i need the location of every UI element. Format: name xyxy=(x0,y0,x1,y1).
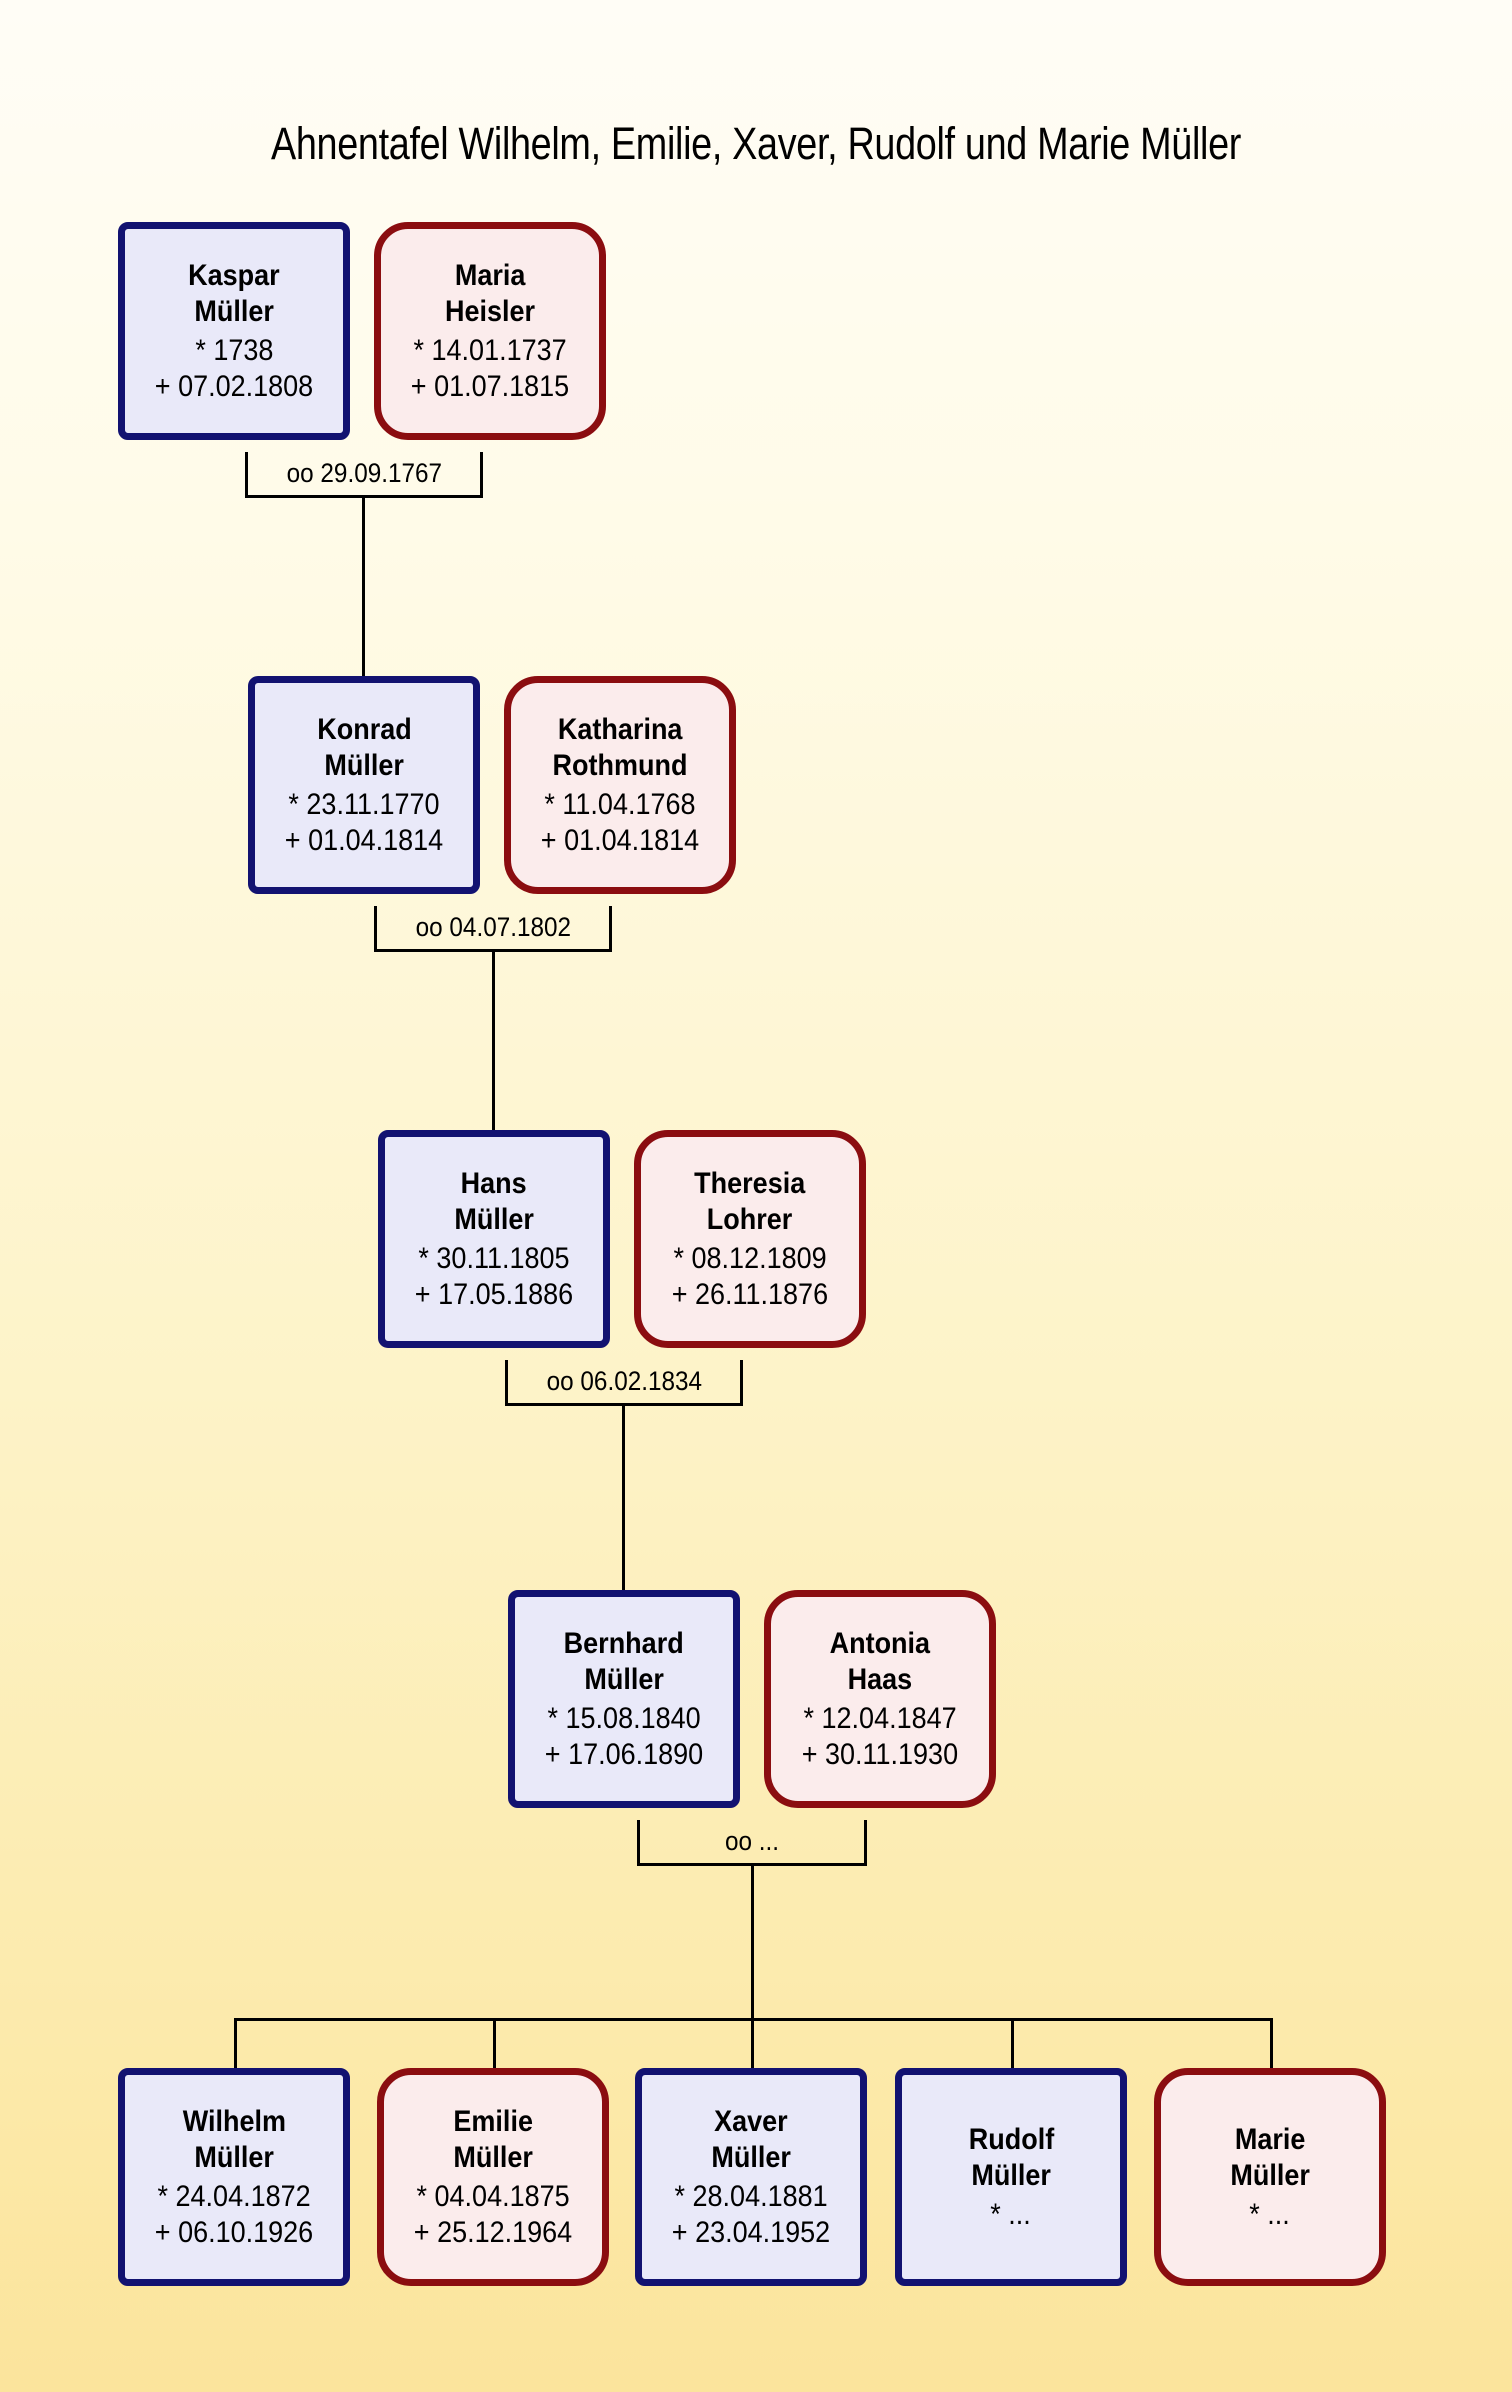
person-given-name: Emilie xyxy=(453,2104,533,2138)
person-box-emilie-mueller[interactable]: Emilie Müller * 04.04.1875 + 25.12.1964 xyxy=(377,2068,609,2286)
person-box-kaspar-mueller[interactable]: Kaspar Müller * 1738 + 07.02.1808 xyxy=(118,222,350,440)
person-surname: Müller xyxy=(194,2140,274,2174)
marriage-date: oo 06.02.1834 xyxy=(546,1366,702,1396)
person-birth-date: * 1738 xyxy=(194,333,274,367)
person-birth-date: * ... xyxy=(990,2197,1032,2231)
person-death-date: + 01.07.1815 xyxy=(410,369,570,403)
person-surname: Müller xyxy=(454,1202,534,1236)
page-title: Ahnentafel Wilhelm, Emilie, Xaver, Rudol… xyxy=(270,118,1242,169)
person-box-rudolf-mueller[interactable]: Rudolf Müller * ... xyxy=(895,2068,1127,2286)
person-birth-date: * 14.01.1737 xyxy=(413,333,567,367)
person-given-name: Antonia xyxy=(829,1626,931,1660)
person-birth-date: * 12.04.1847 xyxy=(803,1701,957,1735)
person-death-date: + 06.10.1926 xyxy=(154,2215,314,2249)
person-surname: Heisler xyxy=(444,294,536,328)
person-given-name: Kaspar xyxy=(188,258,280,292)
person-birth-date: * 30.11.1805 xyxy=(418,1241,570,1275)
person-birth-date: * 28.04.1881 xyxy=(674,2179,828,2213)
descent-line-1 xyxy=(362,498,365,676)
child-drop-rudolf xyxy=(1011,2018,1014,2070)
person-surname: Müller xyxy=(971,2158,1051,2192)
person-surname: Rothmund xyxy=(552,748,688,782)
person-surname: Müller xyxy=(324,748,404,782)
person-given-name: Konrad xyxy=(316,712,412,746)
person-box-theresia-lohrer[interactable]: Theresia Lohrer * 08.12.1809 + 26.11.187… xyxy=(634,1130,866,1348)
person-surname: Müller xyxy=(711,2140,791,2174)
marriage-date: oo ... xyxy=(724,1826,780,1856)
person-death-date: + 26.11.1876 xyxy=(671,1277,829,1311)
person-birth-date: * 24.04.1872 xyxy=(157,2179,311,2213)
person-box-antonia-haas[interactable]: Antonia Haas * 12.04.1847 + 30.11.1930 xyxy=(764,1590,996,1808)
person-box-katharina-rothmund[interactable]: Katharina Rothmund * 11.04.1768 + 01.04.… xyxy=(504,676,736,894)
person-box-xaver-mueller[interactable]: Xaver Müller * 28.04.1881 + 23.04.1952 xyxy=(635,2068,867,2286)
person-surname: Müller xyxy=(194,294,274,328)
child-drop-xaver xyxy=(751,2018,754,2070)
person-birth-date: * ... xyxy=(1249,2197,1291,2231)
person-box-maria-heisler[interactable]: Maria Heisler * 14.01.1737 + 01.07.1815 xyxy=(374,222,606,440)
marriage-label-4: oo ... xyxy=(637,1820,867,1866)
person-surname: Müller xyxy=(1230,2158,1310,2192)
person-box-wilhelm-mueller[interactable]: Wilhelm Müller * 24.04.1872 + 06.10.1926 xyxy=(118,2068,350,2286)
person-surname: Müller xyxy=(453,2140,533,2174)
marriage-date: oo 29.09.1767 xyxy=(286,458,442,488)
marriage-label-2: oo 04.07.1802 xyxy=(374,906,612,952)
person-given-name: Xaver xyxy=(714,2104,788,2138)
person-box-hans-mueller[interactable]: Hans Müller * 30.11.1805 + 17.05.1886 xyxy=(378,1130,610,1348)
person-birth-date: * 23.11.1770 xyxy=(288,787,440,821)
person-birth-date: * 08.12.1809 xyxy=(673,1241,827,1275)
person-surname: Haas xyxy=(847,1662,913,1696)
person-box-marie-mueller[interactable]: Marie Müller * ... xyxy=(1154,2068,1386,2286)
person-given-name: Katharina xyxy=(557,712,683,746)
descent-line-4 xyxy=(751,1866,754,2018)
person-box-konrad-mueller[interactable]: Konrad Müller * 23.11.1770 + 01.04.1814 xyxy=(248,676,480,894)
person-death-date: + 01.04.1814 xyxy=(540,823,700,857)
person-given-name: Maria xyxy=(454,258,526,292)
person-given-name: Theresia xyxy=(694,1166,806,1200)
person-given-name: Bernhard xyxy=(563,1626,685,1660)
person-given-name: Marie xyxy=(1234,2122,1306,2156)
person-birth-date: * 15.08.1840 xyxy=(547,1701,701,1735)
descent-line-2 xyxy=(492,952,495,1130)
person-birth-date: * 11.04.1768 xyxy=(544,787,696,821)
person-death-date: + 17.05.1886 xyxy=(414,1277,574,1311)
marriage-date: oo 04.07.1802 xyxy=(415,912,571,942)
child-drop-marie xyxy=(1270,2018,1273,2070)
marriage-label-1: oo 29.09.1767 xyxy=(245,452,483,498)
person-death-date: + 23.04.1952 xyxy=(671,2215,831,2249)
person-given-name: Wilhelm xyxy=(182,2104,286,2138)
child-drop-wilhelm xyxy=(234,2018,237,2070)
person-death-date: + 17.06.1890 xyxy=(544,1737,704,1771)
person-given-name: Hans xyxy=(460,1166,528,1200)
person-death-date: + 25.12.1964 xyxy=(413,2215,573,2249)
person-death-date: + 01.04.1814 xyxy=(284,823,444,857)
person-given-name: Rudolf xyxy=(968,2122,1054,2156)
person-birth-date: * 04.04.1875 xyxy=(416,2179,570,2213)
person-death-date: + 30.11.1930 xyxy=(801,1737,959,1771)
person-box-bernhard-mueller[interactable]: Bernhard Müller * 15.08.1840 + 17.06.189… xyxy=(508,1590,740,1808)
person-death-date: + 07.02.1808 xyxy=(154,369,314,403)
child-drop-emilie xyxy=(493,2018,496,2070)
person-surname: Lohrer xyxy=(707,1202,793,1236)
person-surname: Müller xyxy=(584,1662,664,1696)
descent-line-3 xyxy=(622,1406,625,1590)
marriage-label-3: oo 06.02.1834 xyxy=(505,1360,743,1406)
